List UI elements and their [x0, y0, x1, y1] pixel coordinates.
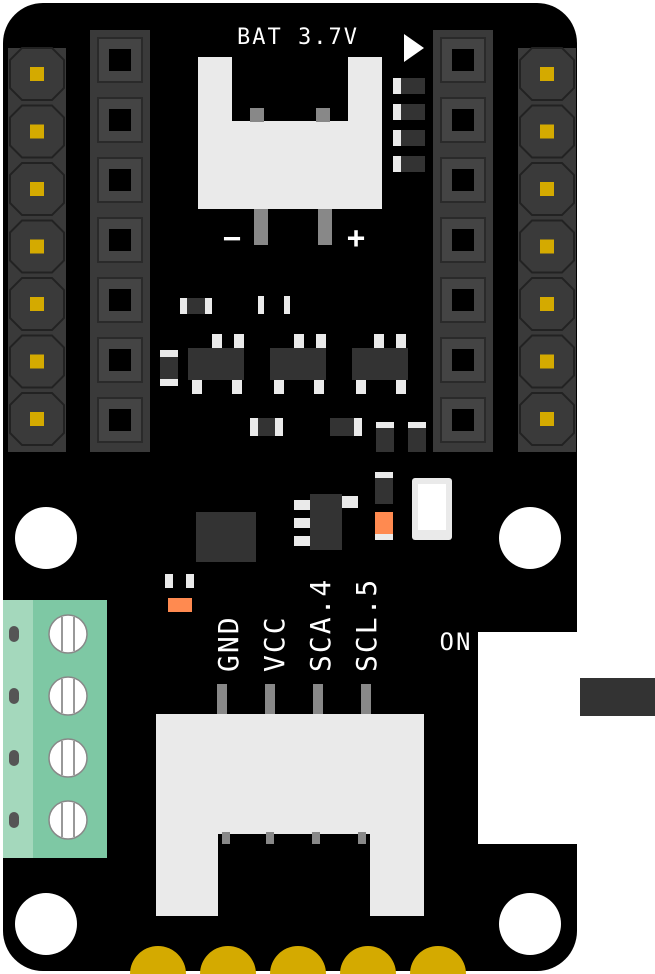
header-pin-gold: [540, 239, 554, 254]
screw-terminal-block[interactable]: [3, 600, 107, 858]
header-pin-gold: [30, 412, 44, 426]
header-pin-gold: [30, 182, 44, 196]
pin-label-scl: SCL.5: [350, 578, 383, 672]
smd-components: [160, 296, 426, 452]
battery-plus-label: +: [347, 221, 365, 256]
terminal-wire-hole: [9, 812, 19, 828]
screw-head: [48, 800, 88, 840]
battery-minus-label: −: [223, 221, 241, 256]
socket-hole: [452, 49, 474, 71]
edge-pad: [340, 946, 396, 974]
smd-capacitor-white: [412, 478, 452, 540]
battery-label: BAT 3.7V: [237, 25, 359, 50]
edge-pad: [410, 946, 466, 974]
header-pin-gold: [30, 67, 44, 81]
edge-pad: [270, 946, 326, 974]
mounting-hole-mid-right: [499, 507, 561, 569]
edge-pad: [200, 946, 256, 974]
transistor-q1: [188, 334, 244, 394]
header-pin-gold: [540, 67, 554, 81]
pin-one-arrow-icon: [404, 34, 424, 62]
mounting-hole-mid-left: [15, 507, 77, 569]
switch-cutout: [478, 632, 588, 844]
header-pin-gold: [30, 124, 44, 139]
switch-on-label: ON: [440, 628, 473, 656]
socket-hole: [109, 169, 131, 191]
battery-connector[interactable]: [198, 57, 382, 245]
socket-hole: [452, 409, 474, 431]
main-ic-chip: [196, 512, 256, 562]
socket-hole: [109, 109, 131, 131]
socket-hole: [109, 409, 131, 431]
socket-hole: [109, 349, 131, 371]
right-pin-header: [518, 47, 576, 452]
socket-hole: [452, 169, 474, 191]
transistor-q2: [270, 334, 326, 394]
socket-hole: [109, 229, 131, 251]
transistor-q3: [352, 334, 408, 394]
socket-hole: [452, 289, 474, 311]
pin-label-gnd: GND: [212, 615, 245, 672]
header-pin-gold: [30, 354, 44, 369]
header-pin-gold: [540, 182, 554, 196]
socket-hole: [452, 349, 474, 371]
right-female-header: [433, 30, 493, 452]
smd-resistor-orange: [375, 472, 393, 540]
header-pin-gold: [540, 354, 554, 369]
pin-label-vcc: VCC: [258, 615, 291, 672]
left-pin-header: [8, 47, 66, 452]
socket-hole: [452, 109, 474, 131]
mounting-hole-bottom-right: [499, 893, 561, 955]
terminal-wire-hole: [9, 750, 19, 766]
terminal-wire-hole: [9, 688, 19, 704]
socket-hole: [109, 49, 131, 71]
screw-head: [48, 614, 88, 654]
smd-resistor-array: [393, 78, 425, 172]
edge-pad: [130, 946, 186, 974]
mounting-hole-bottom-left: [15, 893, 77, 955]
smd-resistor-led: [164, 574, 194, 612]
left-female-header: [90, 30, 150, 452]
gold-edge-pads-lower: [130, 946, 466, 974]
voltage-regulator: [294, 494, 358, 550]
header-pin-gold: [30, 239, 44, 254]
slide-switch-lever[interactable]: [580, 678, 655, 716]
i2c-4pin-connector[interactable]: [156, 684, 424, 918]
pin-label-sca: SCA.4: [304, 578, 337, 672]
header-pin-gold: [540, 297, 554, 311]
socket-hole: [109, 289, 131, 311]
socket-frame: [97, 217, 143, 263]
header-pin-gold: [540, 412, 554, 426]
screw-head: [48, 676, 88, 716]
socket-hole: [452, 229, 474, 251]
header-pin-gold: [30, 297, 44, 311]
header-pin-gold: [540, 124, 554, 139]
screw-head: [48, 738, 88, 778]
terminal-wire-hole: [9, 626, 19, 642]
